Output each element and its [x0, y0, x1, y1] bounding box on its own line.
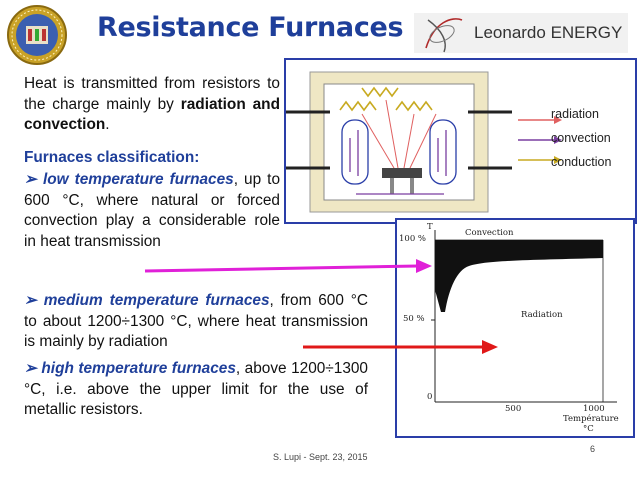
list-item-high-temperature: ➢ high temperature furnaces, above 1200÷… — [24, 359, 368, 421]
chart-x-tick-500: 500 — [505, 404, 522, 414]
chart-region-radiation: Radiation — [521, 310, 563, 320]
item-text: , up to 600 °C, where natural or forced … — [24, 171, 280, 250]
brand-name: Leonardo ENERGY — [474, 23, 623, 42]
page-number: 6 — [590, 444, 596, 454]
item-lead: medium temperature furnaces — [43, 292, 270, 309]
slide-title: Resistance Furnaces — [97, 12, 404, 43]
magenta-arrow — [144, 264, 419, 273]
chart-region-convection: Convection — [465, 228, 514, 238]
classification-heading: Furnaces classification: — [24, 149, 200, 166]
intro-text: Heat is transmitted from resistors to th… — [24, 75, 280, 113]
footer-credit: S. Lupi - Sept. 23, 2015 — [273, 452, 368, 462]
chart-y-tick-50: 50 % — [403, 314, 425, 324]
bullet-arrow-icon: ➢ — [24, 171, 37, 188]
furnace-diagram: radiation convection conduction — [284, 58, 637, 224]
intro-period: . — [105, 116, 110, 133]
list-item-medium-temperature: ➢ medium temperature furnaces, from 600 … — [24, 291, 368, 353]
chart-x-axis-label: Température — [563, 414, 619, 424]
university-seal-logo — [6, 4, 68, 66]
legend-convection: convection — [551, 131, 611, 145]
item-lead: low temperature furnaces — [42, 171, 234, 188]
brand-swirl-icon — [418, 12, 468, 56]
heat-transfer-chart: T 100 % 50 % 0 500 1000 Température °C C… — [395, 218, 635, 438]
legend-radiation: radiation — [551, 107, 599, 121]
bullet-arrow-icon: ➢ — [24, 360, 37, 377]
intro-paragraph: Heat is transmitted from resistors to th… — [24, 74, 280, 136]
chart-y-axis-label: T — [427, 222, 433, 232]
item-text: , from 600 °C to about 1200÷1300 °C, whe… — [24, 292, 368, 350]
intro-emphasis: radiation and convection — [24, 95, 280, 134]
item-text: , above 1200÷1300 °C, i.e. above the upp… — [24, 360, 368, 418]
legend-conduction: conduction — [551, 155, 612, 169]
chart-x-tick-1000: 1000 — [583, 404, 605, 414]
chart-x-tick-0: 0 — [427, 392, 433, 402]
chart-y-tick-100: 100 % — [399, 234, 427, 244]
bullet-arrow-icon: ➢ — [24, 292, 37, 309]
list-item-low-temperature: ➢ low temperature furnaces, up to 600 °C… — [24, 170, 280, 252]
item-lead: high temperature furnaces — [41, 360, 236, 377]
chart-x-unit: °C — [583, 424, 594, 434]
